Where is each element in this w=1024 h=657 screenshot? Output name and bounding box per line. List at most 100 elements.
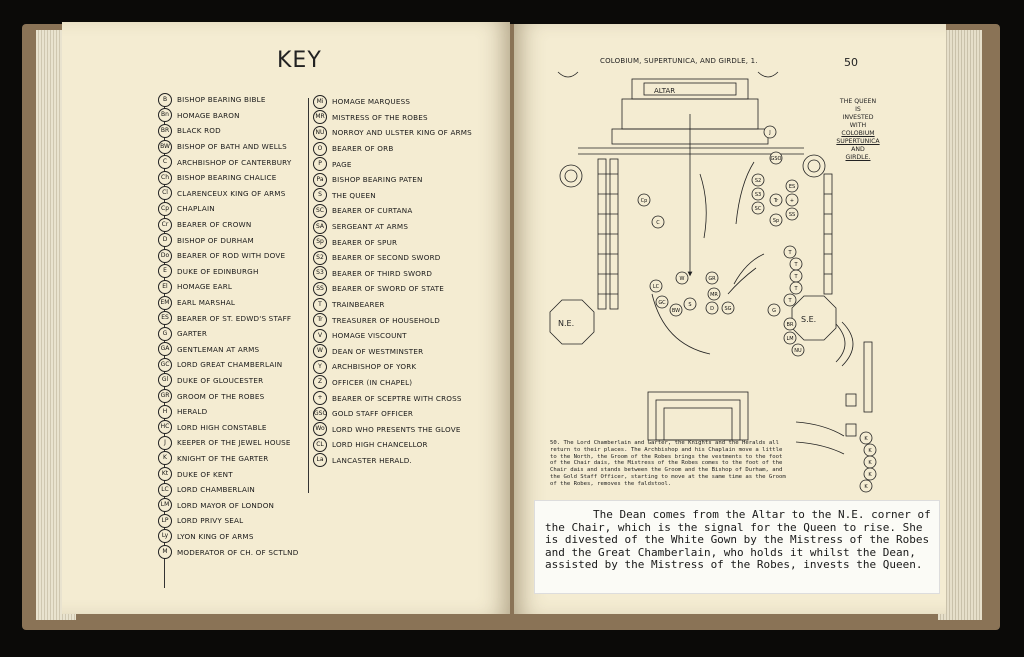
key-row: P PAGE xyxy=(313,156,472,172)
key-label: BISHOP BEARING CHALICE xyxy=(177,173,277,183)
plan-marker-circle xyxy=(683,297,697,311)
key-label: KEEPER OF THE JEWEL HOUSE xyxy=(177,438,291,448)
key-label: DUKE OF GLOUCESTER xyxy=(177,375,264,385)
note-line: IS xyxy=(855,106,861,113)
note-line: WITH xyxy=(849,122,867,129)
key-label: LORD WHO PRESENTS THE GLOVE xyxy=(332,424,461,434)
key-code-badge: P xyxy=(313,157,327,172)
key-code-badge: M xyxy=(158,545,172,560)
key-code-badge: C xyxy=(158,155,172,170)
key-code-badge: J xyxy=(158,435,172,450)
key-title: KEY xyxy=(277,48,322,73)
plan-marker-circle xyxy=(791,343,805,357)
key-code-badge: BW xyxy=(158,139,172,154)
plan-marker-circle xyxy=(751,201,765,215)
key-label: HOMAGE EARL xyxy=(177,282,233,292)
plan-marker-k: K xyxy=(864,436,868,442)
plan-marker-circle xyxy=(769,193,783,207)
key-code-badge: V xyxy=(313,328,327,343)
key-code-badge: Z xyxy=(313,375,327,390)
key-code-badge: GSO xyxy=(313,406,327,421)
plan-marker-circle xyxy=(859,431,873,445)
key-row: BR BLACK ROD xyxy=(158,123,298,139)
key-code-badge: K xyxy=(158,451,172,466)
key-label: EARL MARSHAL xyxy=(177,298,236,308)
key-label: TRAINBEARER xyxy=(332,300,385,310)
plan-marker-sc: SC xyxy=(755,206,762,212)
key-code-badge: HC xyxy=(158,420,172,435)
investment-note: THE QUEEN IS INVESTED WITH COLOBIUM SUPE… xyxy=(828,98,888,162)
plan-marker-circle xyxy=(769,213,783,227)
key-label: DUKE OF KENT xyxy=(177,469,233,479)
key-label: TREASURER OF HOUSEHOLD xyxy=(332,315,440,325)
plan-marker-c: C xyxy=(656,220,660,226)
key-code-badge: Mi xyxy=(313,94,327,109)
plan-marker-circle xyxy=(651,215,665,229)
plan-marker-s3: S3 xyxy=(755,192,761,198)
key-code-badge: GR xyxy=(158,389,172,404)
plan-marker-circle xyxy=(783,317,797,331)
altar-inner xyxy=(643,82,737,96)
key-label: LORD GREAT CHAMBERLAIN xyxy=(177,360,283,370)
key-code-badge: Gl xyxy=(158,373,172,388)
key-label: BLACK ROD xyxy=(177,126,221,136)
key-label: HOMAGE VISCOUNT xyxy=(332,331,407,341)
key-label: BISHOP BEARING PATEN xyxy=(332,175,423,185)
note-line: INVESTED xyxy=(842,114,874,121)
plan-marker-circle xyxy=(783,245,797,259)
page-number: 50 xyxy=(844,56,858,69)
plan-marker-lm: LM xyxy=(786,336,793,342)
plan-marker-plus: + xyxy=(790,198,794,204)
key-code-badge: Ly xyxy=(158,529,172,544)
key-row: +BEARER OF SCEPTRE WITH CROSS xyxy=(313,390,472,406)
ne-pillar-octagon xyxy=(549,299,595,345)
plan-marker-circle xyxy=(669,303,683,317)
plan-marker-circle xyxy=(785,207,799,221)
key-label: BISHOP OF DURHAM xyxy=(177,235,254,245)
key-label: SERGEANT AT ARMS xyxy=(332,222,409,232)
altar-label: ALTAR xyxy=(654,87,675,95)
plan-marker-circle xyxy=(785,179,799,193)
plan-marker-es: ES xyxy=(789,184,795,190)
key-code-badge: BR xyxy=(158,123,172,138)
key-code-badge: S3 xyxy=(313,266,327,281)
plan-marker-k: K xyxy=(864,484,868,490)
key-code-badge: SC xyxy=(313,203,327,218)
key-row: V HOMAGE VISCOUNT xyxy=(313,328,472,344)
key-label: LORD MAYOR OF LONDON xyxy=(177,500,275,510)
plan-marker-circle xyxy=(789,281,803,295)
key-code-badge: H xyxy=(158,404,172,419)
key-label: LORD HIGH CHANCELLOR xyxy=(332,440,428,450)
plan-marker-s2: S2 xyxy=(755,178,761,184)
key-label: OFFICER (IN CHAPEL) xyxy=(332,377,413,387)
right-page: COLOBIUM, SUPERTUNICA, AND GIRDLE, 1. 50 xyxy=(514,24,946,614)
key-label: PAGE xyxy=(332,159,352,169)
plan-marker-circle xyxy=(763,125,777,139)
plan-marker-circle xyxy=(785,193,799,207)
key-code-badge: + xyxy=(313,391,327,406)
key-code-badge: LP xyxy=(158,513,172,528)
note-item: COLOBIUM xyxy=(841,130,875,137)
key-code-badge: Do xyxy=(158,248,172,263)
